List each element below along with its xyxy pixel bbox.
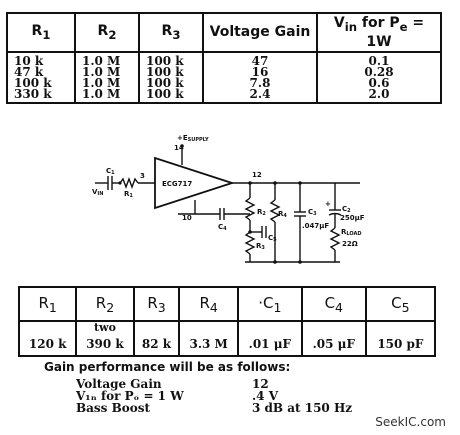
c3-value: .047μF <box>302 222 329 230</box>
value-c4: .05 μF <box>300 320 367 357</box>
header-vin-for-pe: Vin for Pe = 1W <box>316 12 442 53</box>
header-voltage-gain: Voltage Gain <box>202 12 318 53</box>
performance-row: Bass Boost 3 dB at 150 Hz <box>44 402 352 414</box>
col-voltage-gain: 47 16 7.8 2.4 <box>202 51 318 104</box>
cell: 16 <box>251 64 269 79</box>
c4-label: C4 <box>218 223 227 232</box>
header-r1: R1 <box>6 12 76 53</box>
performance-label: V₁ₙ for Pₒ = 1 W <box>76 389 184 403</box>
cell: 0.6 <box>368 75 390 90</box>
gain-table: R1 R2 R3 Voltage Gain Vin for Pe = 1W 10… <box>6 12 442 104</box>
c1-label: C1 <box>106 167 115 176</box>
cell: 330 k <box>14 86 52 101</box>
header-r3: R3 <box>132 286 181 322</box>
cell: 100 k <box>146 64 184 79</box>
cell: 100 k <box>146 86 184 101</box>
cell: 47 k <box>14 64 44 79</box>
cell: 2.4 <box>249 86 271 101</box>
performance-heading: Gain performance will be as follows: <box>44 360 291 374</box>
col-r2: 1.0 M 1.0 M 1.0 M 1.0 M <box>74 51 140 104</box>
header-r2: R2 <box>75 286 135 322</box>
header-r2: R2 <box>74 12 140 53</box>
header-c4: C4 <box>300 286 367 322</box>
value-r3: 82 k <box>132 320 181 357</box>
performance-value: 3 dB at 150 Hz <box>252 401 353 415</box>
gain-table-body: 10 k 47 k 100 k 330 k 1.0 M 1.0 M 1.0 M … <box>6 51 442 104</box>
c2-label: C2 <box>342 205 351 214</box>
header-r1: R1 <box>17 286 78 322</box>
cell: 1.0 M <box>82 75 121 90</box>
r1-label: R1 <box>124 190 133 199</box>
cell: 7.8 <box>249 75 271 90</box>
performance-label: Voltage Gain <box>76 377 162 391</box>
header-r4: R4 <box>178 286 239 322</box>
col-vin: 0.1 0.28 0.6 2.0 <box>316 51 442 104</box>
cell: 0.28 <box>364 64 394 79</box>
rload-label: RLOAD <box>341 228 362 237</box>
performance-value: 12 <box>252 377 269 391</box>
performance-label: Bass Boost <box>76 401 151 415</box>
r2-label: R2 <box>257 208 266 217</box>
component-table-header: R1 R2 R3 R4 ·C1 C4 C5 <box>17 286 437 322</box>
watermark: SeekIC.com <box>375 415 446 429</box>
cell: 100 k <box>14 75 52 90</box>
amplifier-schematic: +ESUPPLY 14 ECG717 3 12 10 VIN C1 R1 C4 … <box>92 134 365 264</box>
gain-table-header: R1 R2 R3 Voltage Gain Vin for Pe = 1W <box>6 12 442 53</box>
cell: 100 k <box>146 53 184 68</box>
value-c1: .01 μF <box>236 320 303 357</box>
header-r3: R3 <box>138 12 204 53</box>
pin-12-label: 12 <box>252 171 262 179</box>
rload-value: 22Ω <box>342 240 358 248</box>
cell: 1.0 M <box>82 86 121 101</box>
c5-label: C5 <box>268 234 277 243</box>
value-r4: 3.3 M <box>178 320 239 357</box>
gain-performance: Gain performance will be as follows: Vol… <box>44 360 352 414</box>
value-r1: 120 k <box>17 320 78 357</box>
supply-label: +ESUPPLY <box>177 134 209 143</box>
vin-label: VIN <box>92 188 103 197</box>
value-c5: 150 pF <box>364 320 437 357</box>
cell: 100 k <box>146 75 184 90</box>
r3-label: R3 <box>256 242 265 251</box>
header-c5: C5 <box>364 286 437 322</box>
r2-note: two <box>94 321 116 334</box>
pin-3-label: 3 <box>140 172 145 180</box>
pin-14-label: 14 <box>174 144 184 152</box>
chip-label: ECG717 <box>162 180 192 188</box>
header-c1: ·C1 <box>236 286 303 322</box>
c2-value: 250μF <box>340 214 365 222</box>
col-r1: 10 k 47 k 100 k 330 k <box>6 51 76 104</box>
cell: 1.0 M <box>82 64 121 79</box>
pin-10-label: 10 <box>182 214 192 222</box>
cell: 10 k <box>14 53 44 68</box>
cell: 2.0 <box>368 86 390 101</box>
cell: 47 <box>251 53 269 68</box>
performance-row: V₁ₙ for Pₒ = 1 W .4 V <box>44 390 352 402</box>
r4-label: R4 <box>278 210 287 219</box>
performance-value: .4 V <box>252 389 279 403</box>
cell: 1.0 M <box>82 53 121 68</box>
c3-label: C3 <box>308 208 317 217</box>
col-r3: 100 k 100 k 100 k 100 k <box>138 51 204 104</box>
performance-row: Voltage Gain 12 <box>44 378 352 390</box>
cell: 0.1 <box>368 53 390 68</box>
c2-plus: + <box>325 200 331 208</box>
